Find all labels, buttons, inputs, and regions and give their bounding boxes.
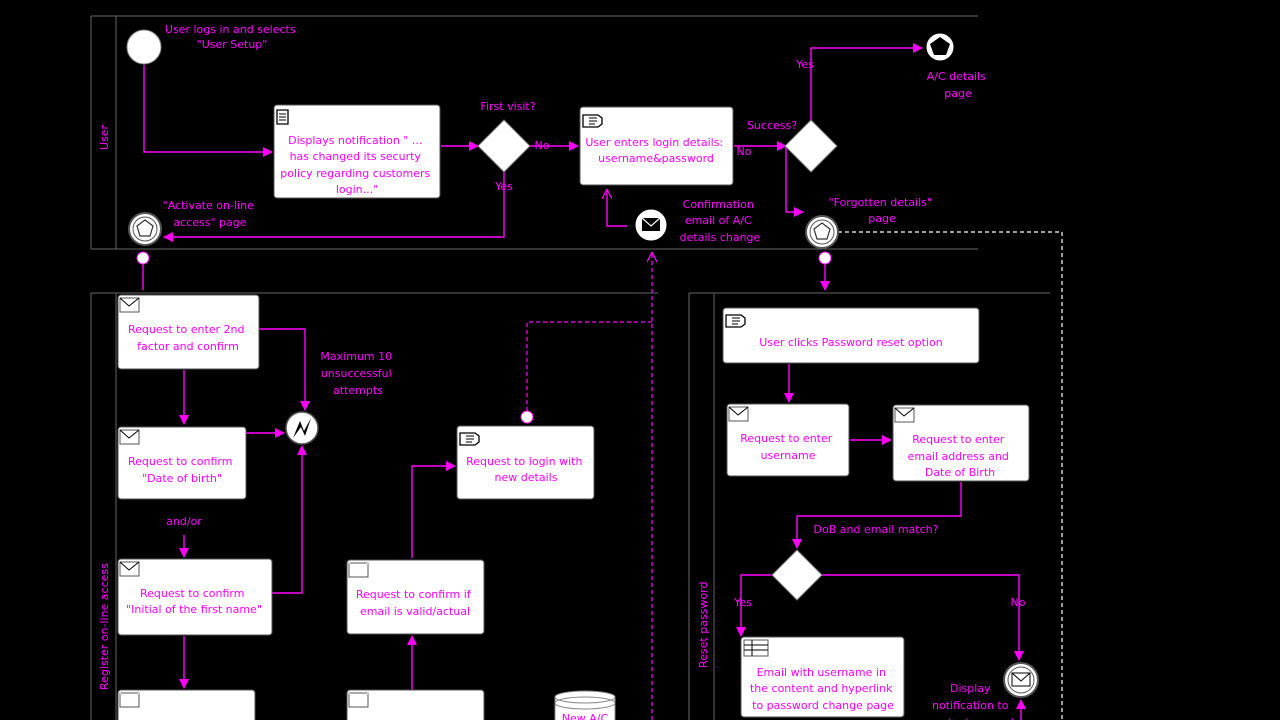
edge-label-andor: and/or (166, 515, 202, 528)
task-initial-label: Request to confirm "Initial of the first… (126, 587, 262, 616)
task-email-username-label: Email with username in the content and h… (750, 666, 896, 712)
task-login-new-label: Request to login with new details (466, 455, 586, 484)
lane-reset-label: Reset password (697, 582, 710, 668)
edge-label-yes-success: Yes (795, 58, 814, 71)
envelope-icon (119, 429, 140, 445)
edge-label-yes-first: Yes (494, 180, 513, 193)
activate-page-label: "Activate on-line access" page (163, 199, 258, 229)
lane-user: User (90, 15, 978, 250)
hand-icon (459, 432, 480, 446)
gateway-dob-match (771, 549, 823, 601)
activate-page-event (128, 212, 162, 246)
display-notification-event (1003, 662, 1039, 698)
task-login-label: User enters login details: username&pass… (585, 136, 726, 165)
task-notification: Displays notification " ... has changed … (273, 104, 441, 199)
edges (142, 43, 1063, 720)
gateway-dob-match-label: DoB and email match? (814, 523, 939, 536)
start-event (126, 29, 162, 65)
link-circle-login-new (520, 410, 534, 424)
envelope-icon (119, 297, 140, 313)
task-enter-username-label: Request to enter username (740, 432, 836, 462)
envelope-icon (348, 562, 369, 578)
table-icon (743, 639, 769, 657)
forgotten-page-event (805, 215, 839, 249)
task-notification-label: Displays notification " ... has changed … (280, 134, 434, 196)
confirmation-email-label: Confirmation email of A/C details change (680, 198, 761, 244)
task-email-username: Email with username in the content and h… (740, 636, 905, 718)
gateway-first-visit-label: First visit? (480, 100, 535, 113)
lane-register-label: Register on-line access (98, 563, 111, 690)
envelope-icon (894, 407, 915, 423)
lane-user-label: User (98, 124, 111, 150)
task-email-valid-label: Request to confirm if email is valid/act… (356, 588, 474, 618)
envelope-icon (119, 561, 140, 577)
hand-icon (725, 314, 746, 328)
lane-reset: Reset password (688, 292, 1050, 720)
display-notification-label: Display notification to contact support (929, 682, 1017, 720)
forgotten-page-label: "Forgotten details" page (829, 196, 936, 225)
task-initial: Request to confirm "Initial of the first… (117, 558, 273, 636)
task-login-new: Request to login with new details (456, 425, 595, 500)
task-dob-label: Request to confirm "Date of birth" (128, 455, 236, 485)
link-circle-forgotten (818, 251, 832, 265)
ac-details-end-event (923, 30, 957, 64)
new-ac-datastore: New A/C (554, 690, 616, 720)
max-attempts-event (285, 411, 319, 445)
ac-details-label: A/C details page (927, 70, 990, 100)
edge-label-no-dob: No (1011, 596, 1026, 609)
gateway-success-label: Success? (747, 119, 797, 132)
edge-label-yes-dob: Yes (733, 596, 752, 609)
envelope-icon (119, 692, 140, 708)
lane-register: Register on-line access (90, 292, 658, 720)
gateway-first-visit (477, 119, 531, 173)
task-login: User enters login details: username&pass… (579, 106, 734, 186)
max-attempts-label: Maximum 10 unsuccessful attempts (320, 350, 395, 397)
hand-icon (582, 114, 603, 128)
start-event-label: User logs in and selects "User Setup" (165, 23, 299, 51)
task-enter-email-label: Request to enter email address and Date … (908, 433, 1013, 479)
edge-label-no-first: No (535, 139, 550, 152)
task-enter-username: Request to enter username (726, 403, 850, 477)
task-next-envelope (117, 689, 256, 720)
envelope-icon (348, 692, 369, 708)
task-email-bottom (346, 689, 485, 720)
gateway-success (784, 119, 838, 173)
link-circle-activate (136, 251, 150, 265)
task-email-valid: Request to confirm if email is valid/act… (346, 559, 485, 635)
task-second-factor: Request to enter 2nd factor and confirm (117, 294, 260, 370)
task-pwd-reset-label: User clicks Password reset option (759, 336, 942, 349)
new-ac-label: New A/C (562, 712, 609, 720)
confirmation-email-event (634, 208, 668, 242)
task-dob: Request to confirm "Date of birth" (117, 426, 247, 500)
task-enter-email: Request to enter email address and Date … (892, 404, 1030, 482)
envelope-icon (728, 406, 749, 422)
task-pwd-reset: User clicks Password reset option (722, 307, 980, 364)
task-second-factor-label: Request to enter 2nd factor and confirm (128, 323, 248, 353)
edge-label-no-success: No (737, 145, 752, 158)
script-icon (276, 109, 289, 125)
